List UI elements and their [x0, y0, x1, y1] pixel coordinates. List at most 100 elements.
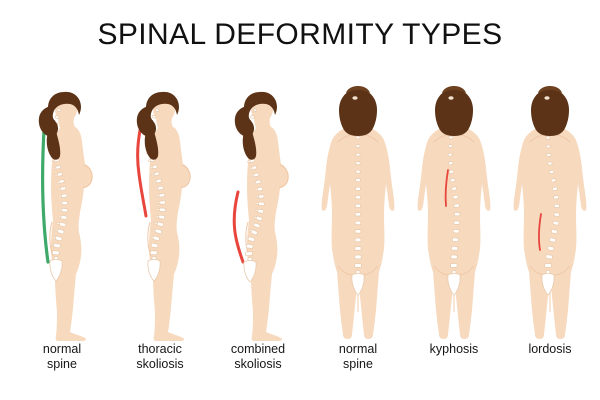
- vertebra: [448, 161, 454, 166]
- caption-line: spine: [343, 357, 373, 371]
- spinous-process: [249, 167, 253, 170]
- vertebra: [355, 135, 361, 140]
- figure-cell-lordosis-back: [500, 62, 600, 342]
- figure-row: [0, 62, 600, 342]
- figure-thoracic-skoliosis-side: [136, 91, 191, 341]
- vertebra: [257, 208, 265, 214]
- sacrum: [147, 259, 161, 282]
- spinous-process: [58, 215, 62, 218]
- caption-line: thoracic: [138, 342, 182, 356]
- vertebra: [154, 108, 160, 112]
- hair-part: [435, 89, 473, 136]
- caption-line: skoliosis: [234, 357, 282, 371]
- vertebra: [152, 235, 160, 242]
- vertebra: [453, 220, 461, 225]
- spinous-process: [147, 159, 152, 162]
- vertebra: [157, 185, 164, 191]
- vertebra: [355, 144, 361, 148]
- vertebra: [454, 212, 461, 217]
- hair-part: [144, 120, 159, 160]
- vertebra: [548, 169, 555, 174]
- torso-contour: [278, 164, 289, 188]
- spinous-process: [248, 229, 252, 232]
- spinous-process: [254, 209, 259, 212]
- page-title: SPINAL DEFORMITY TYPES: [97, 18, 503, 51]
- hair-part: [244, 91, 277, 120]
- vertebra: [250, 115, 255, 119]
- hair-part: [146, 91, 179, 120]
- spine-guide-line: [136, 112, 148, 218]
- vertebra: [447, 152, 453, 157]
- vertebra: [453, 203, 460, 208]
- vertebra: [150, 242, 159, 249]
- hair-part: [538, 86, 562, 93]
- vertebra: [252, 108, 258, 112]
- spinous-process: [155, 187, 159, 191]
- spinous-process: [245, 236, 249, 239]
- spinous-process: [54, 229, 59, 232]
- spinous-process: [57, 188, 61, 191]
- vertebra: [355, 186, 361, 191]
- vertebra: [151, 114, 157, 119]
- vertebra: [355, 152, 361, 157]
- vertebra: [60, 215, 68, 220]
- vertebra: [451, 245, 459, 251]
- vertebra: [245, 251, 253, 257]
- figure-kyphosis-back: [417, 86, 491, 339]
- spine-guide-line: [444, 169, 449, 207]
- vertebra: [355, 195, 361, 200]
- vertebra: [61, 208, 68, 213]
- sacrum: [541, 273, 555, 296]
- vertebra: [448, 135, 454, 140]
- vertebra: [447, 144, 453, 148]
- vertebra: [553, 203, 560, 208]
- vertebra: [354, 254, 362, 260]
- vertebra: [452, 194, 459, 200]
- spinous-process: [151, 173, 155, 177]
- vertebra: [159, 200, 166, 205]
- caption-line: normal: [42, 342, 82, 356]
- hair-bun: [531, 86, 569, 136]
- vertebra: [61, 193, 68, 198]
- caption-line: normal: [338, 342, 378, 356]
- caption-line: combined: [230, 342, 286, 356]
- hair-part: [346, 86, 370, 93]
- vertebra: [553, 195, 560, 200]
- vertebra: [52, 250, 60, 256]
- caption-kyphosis-back: kyphosis: [404, 342, 504, 357]
- vertebra: [546, 153, 552, 157]
- spinous-process: [152, 228, 156, 232]
- vertebra: [258, 201, 265, 206]
- vertebra: [549, 237, 557, 243]
- vertebra: [547, 161, 553, 166]
- vertebra: [245, 243, 254, 249]
- spine-guide-line: [538, 213, 542, 251]
- body-silhouette: [247, 95, 289, 341]
- figure-combined-skoliosis-side: [232, 91, 289, 341]
- spine-guide-line: [232, 190, 245, 264]
- vertebra: [57, 228, 65, 235]
- vertebra: [258, 194, 265, 199]
- spinous-process: [156, 208, 161, 211]
- hair-ponytail: [136, 91, 179, 160]
- vertebra: [553, 212, 560, 217]
- figure-cell-kyphosis-back: [404, 62, 504, 342]
- vertebra: [256, 186, 264, 192]
- hair-ponytail: [234, 91, 277, 160]
- vertebra: [154, 228, 163, 235]
- spinous-process: [255, 195, 259, 198]
- vertebra: [354, 220, 362, 225]
- hair-ponytail: [38, 91, 81, 160]
- hair-pin: [448, 96, 454, 100]
- caption-lordosis-back: lordosis: [500, 342, 600, 357]
- vertebra: [450, 263, 458, 268]
- spine-guide-line: [41, 112, 50, 264]
- vertebra: [448, 169, 455, 174]
- vertebra: [59, 186, 67, 191]
- vertebra: [58, 179, 65, 184]
- hair-part: [242, 120, 257, 160]
- caption-line: spine: [47, 357, 77, 371]
